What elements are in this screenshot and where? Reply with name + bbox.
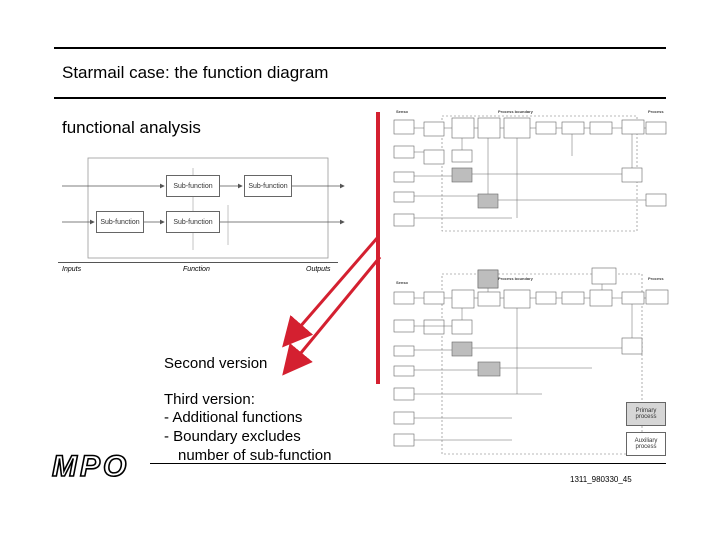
outputs-label: Outputs [306, 266, 331, 273]
top-diagram-left-header: Senso [396, 109, 409, 114]
slide-title: Starmail case: the function diagram [62, 63, 329, 82]
top-diagram-center-header: Process boundary [498, 109, 533, 114]
second-version-diagram [393, 115, 667, 232]
slide-subtitle: functional analysis [62, 118, 201, 137]
svg-text:MPO: MPO [52, 450, 129, 483]
title-underline [54, 97, 666, 99]
bottom-diagram-center-header: Process boundary [498, 276, 533, 281]
top-rule [54, 47, 666, 49]
second-version-label: Second version [164, 355, 268, 372]
top-diagram-right-header: Process [648, 109, 664, 114]
sub-function-box: Sub-function [96, 211, 144, 233]
inputs-label: Inputs [62, 266, 82, 273]
bullet-number-subfunction: number of sub-function [178, 447, 332, 464]
bottom-diagram-left-header: Senso [396, 280, 409, 285]
bullet-additional-functions: - Additional functions [164, 409, 303, 426]
sub-function-box: Sub-function [166, 175, 220, 197]
bottom-rule [150, 463, 666, 464]
red-arrows [282, 236, 382, 376]
red-divider-bar [376, 112, 380, 384]
legend-auxiliary-process: Auxiliary process [626, 432, 666, 456]
legend-primary-process: Primary process [626, 402, 666, 426]
footer-code: 1311_980330_45 [570, 475, 632, 484]
generic-function-diagram [62, 157, 345, 259]
sub-function-box: Sub-function [166, 211, 220, 233]
sub-function-box: Sub-function [244, 175, 292, 197]
third-version-label: Third version: [164, 391, 255, 408]
bottom-diagram-right-header: Process [648, 276, 664, 281]
function-label: Function [183, 266, 210, 273]
mpo-logo: MPO [51, 449, 129, 483]
generic-baseline [58, 262, 338, 263]
bullet-boundary-excludes: - Boundary excludes [164, 428, 301, 445]
third-version-diagram [393, 267, 669, 455]
